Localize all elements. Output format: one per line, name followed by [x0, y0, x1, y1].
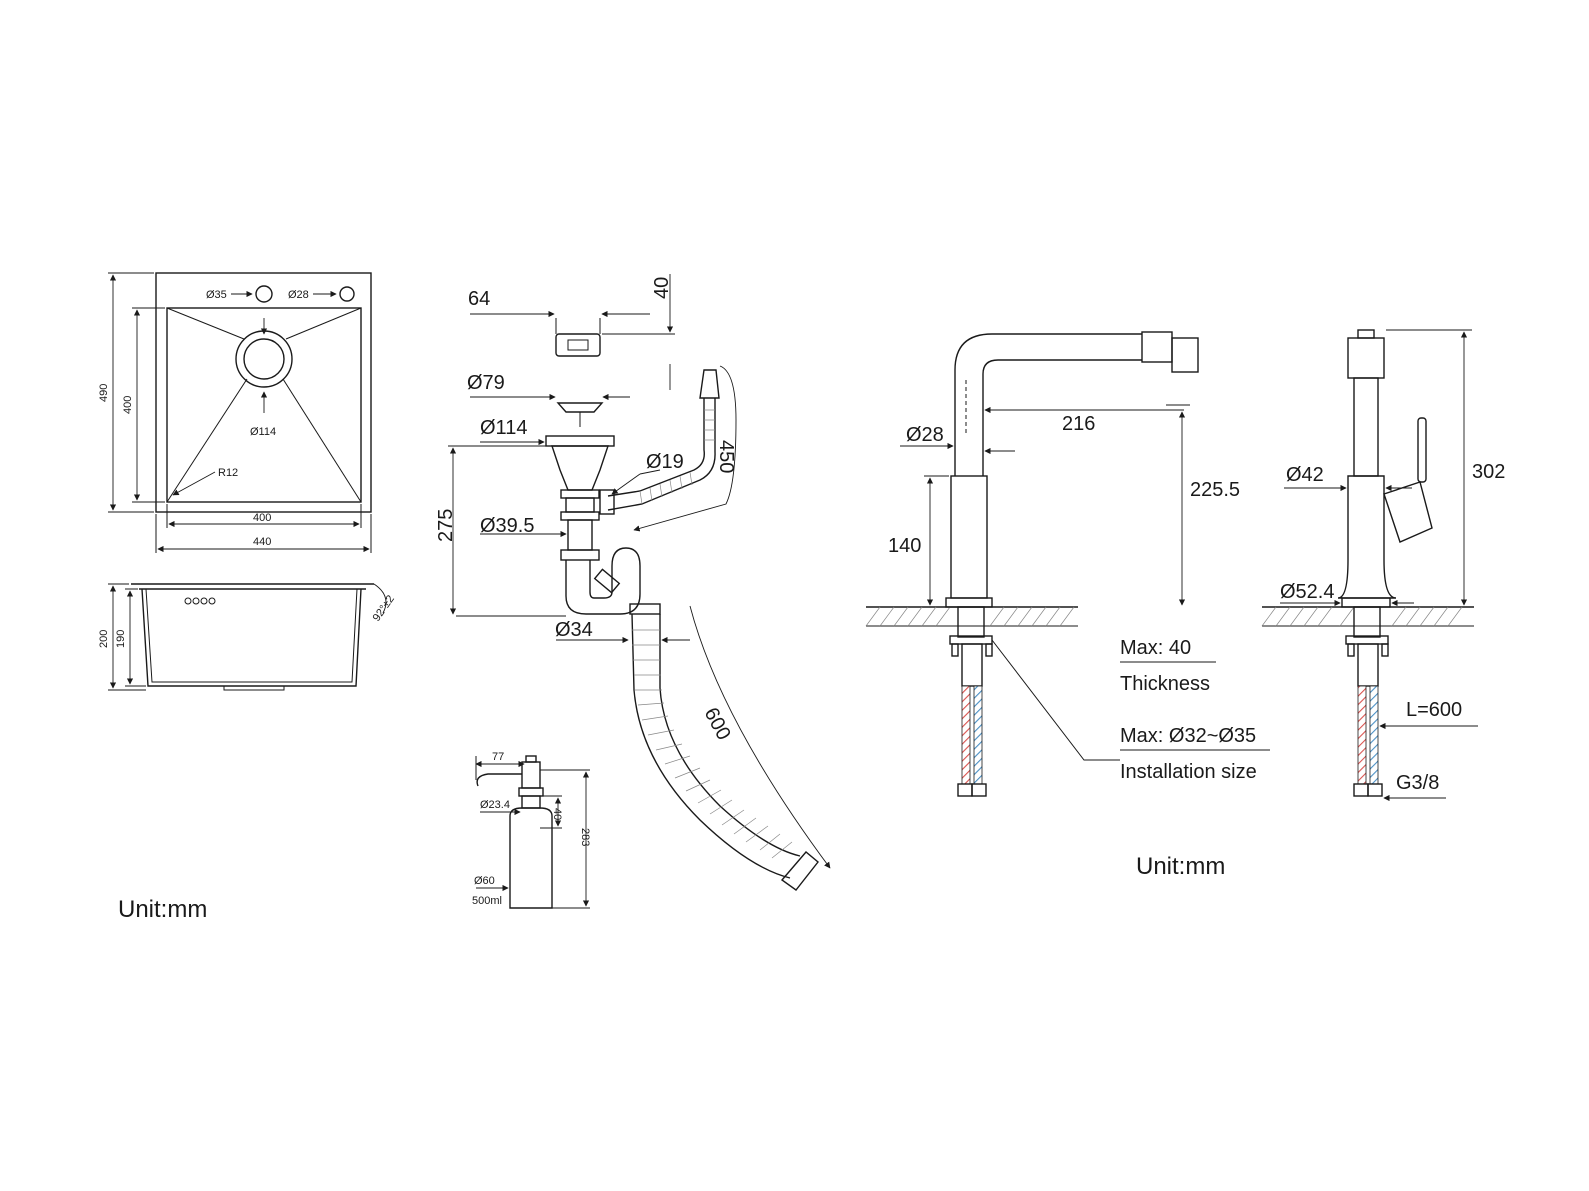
height-label: 283: [579, 828, 591, 846]
hose-length-label: 600: [700, 704, 735, 744]
hose-d-label: Ø28: [906, 424, 944, 446]
body-d-label: Ø42: [1286, 464, 1324, 486]
body-height-label: 140: [888, 535, 921, 557]
neck-label: Ø23.4: [480, 799, 510, 811]
install-label: Installation size: [1120, 761, 1257, 783]
hole-a-label: Ø35: [206, 289, 227, 301]
base-d-label: Ø52.4: [1280, 581, 1334, 603]
volume-label: 500ml: [472, 895, 502, 907]
unit-left: Unit:mm: [118, 896, 207, 923]
hose-length-label: L=600: [1406, 699, 1462, 721]
outer-length-label: 490: [98, 384, 110, 402]
overflow-width-label: 64: [468, 288, 490, 310]
sink-top-view: Ø35 Ø28 Ø114 R12 400 440 490 400: [98, 272, 372, 553]
thread-label: G3/8: [1396, 772, 1439, 794]
overflow-length-label: 450: [715, 440, 737, 473]
angle-label: 92°±2: [371, 593, 397, 623]
unit-right: Unit:mm: [1136, 853, 1225, 880]
overflow-height-label: 40: [651, 277, 673, 299]
drain-kit: 64 40 Ø79 Ø114 Ø19 4: [435, 274, 831, 891]
radius-label: R12: [218, 467, 238, 479]
outlet-label: Ø34: [555, 619, 593, 641]
trap-label: Ø39.5: [480, 515, 534, 537]
hole-b-label: Ø28: [288, 289, 309, 301]
faucet-side-view: 216 225.5 Ø28 140 Max: 40 Thickness Max:…: [865, 331, 1270, 797]
spout-label: 77: [492, 751, 504, 763]
bottle-label: Ø60: [474, 875, 495, 887]
depth-total-label: 200: [98, 630, 110, 648]
inner-length-label: 400: [122, 396, 134, 414]
height-label: 275: [435, 509, 457, 542]
soap-dispenser: 77 Ø23.4 40 283 Ø60 500ml: [472, 751, 591, 909]
strainer-label: Ø79: [467, 372, 505, 394]
outer-width-label: 440: [253, 536, 271, 548]
neck-height-label: 40: [551, 808, 563, 820]
drain-label: Ø114: [250, 426, 276, 438]
basket-label: Ø114: [480, 417, 527, 439]
sink-side-view: 200 190 92°±2: [98, 583, 397, 691]
depth-inner-label: 190: [115, 630, 127, 648]
height-label: 225.5: [1190, 479, 1240, 501]
overflow-pipe-label: Ø19: [646, 451, 684, 473]
spout-reach-label: 216: [1062, 413, 1095, 435]
max-thickness-label: Max: 40: [1120, 637, 1191, 659]
height-label: 302: [1472, 461, 1505, 483]
inner-width-label: 400: [253, 512, 271, 524]
thickness-label: Thickness: [1120, 673, 1210, 695]
faucet-front-view: 302 Ø42 Ø52.4 L=600 G3/8: [1261, 329, 1505, 802]
max-install-label: Max: Ø32~Ø35: [1120, 725, 1256, 747]
